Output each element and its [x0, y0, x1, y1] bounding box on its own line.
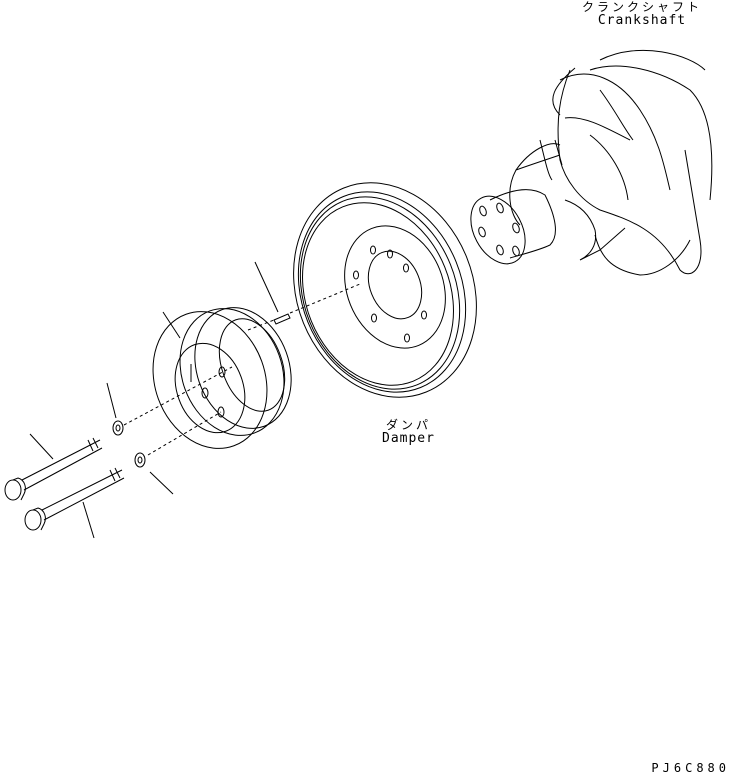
center-lines — [123, 283, 361, 456]
drawing-code: PJ6C880 — [651, 761, 730, 775]
crankshaft-label-en: Crankshaft — [597, 13, 687, 28]
damper-drawing — [293, 182, 477, 398]
washers-drawing — [106, 382, 174, 495]
damper-label-en: Damper — [382, 431, 435, 446]
crankshaft-drawing — [470, 49, 713, 276]
crankshaft-label-jp: クランクシャフト — [582, 0, 703, 14]
dowel-pin-drawing — [254, 261, 291, 325]
bolts-drawing — [4, 433, 125, 539]
pulley-drawing — [152, 307, 292, 449]
damper-label: ダンパ Damper — [382, 418, 435, 446]
damper-label-jp: ダンパ — [385, 418, 431, 432]
crankshaft-label: クランクシャフト Crankshaft — [582, 0, 702, 28]
